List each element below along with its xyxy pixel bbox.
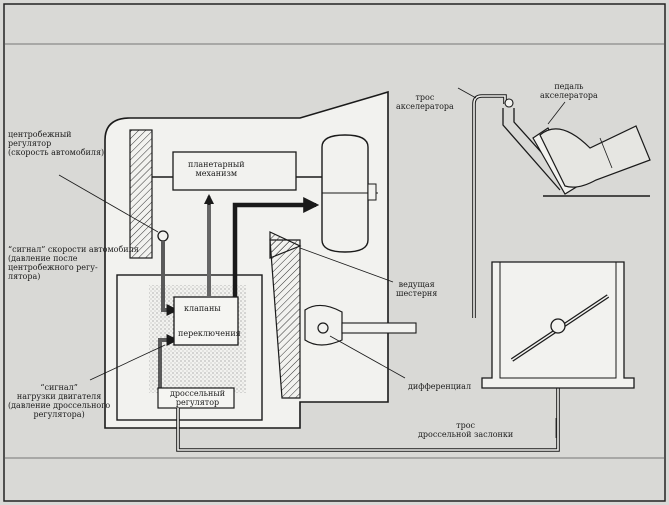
valve-to-drum-line (232, 202, 310, 297)
leader-load (89, 344, 166, 381)
label-accel-cable: трос акселератора (396, 93, 454, 111)
label-load-signal-line4: регулятора) (33, 410, 85, 419)
label-differential: дифференциал (408, 382, 472, 391)
throttle-shaft (550, 318, 566, 334)
label-load-signal-line2: нагрузки двигателя (16, 392, 102, 401)
label-centrifugal-line2: регулятор (8, 139, 52, 148)
label-throttle-cable-line1: трос (456, 421, 476, 430)
label-speed-signal-line4: лятора) (8, 272, 41, 281)
leader-accel-pedal (547, 101, 566, 125)
shift-valves-box (173, 296, 239, 346)
label-accel-pedal-line2: акселератора (540, 91, 598, 100)
label-accel-pedal-line1: педаль (554, 82, 584, 91)
pedal-pivot (504, 98, 514, 108)
label-planetary-line1: планетарный (188, 160, 245, 169)
throttle-bore (499, 261, 617, 379)
throttle-cable-inner (177, 338, 559, 451)
label-centrifugal-line1: центробежный (8, 130, 72, 139)
label-drive-gear-line1: ведущая (398, 280, 435, 289)
leader-drive-gear (299, 247, 394, 283)
leader-differential (329, 335, 406, 379)
governor-circle (157, 230, 169, 242)
label-drive-gear: ведущая шестерня (396, 280, 437, 298)
label-speed-signal-line1: “сигнал” скорости автомобиля (8, 245, 139, 254)
label-shifting: переключения (178, 329, 241, 338)
driver-foot (539, 125, 651, 188)
label-load-signal: “сигнал” нагрузки двигателя (давление др… (8, 383, 110, 419)
label-accel-cable-line1: трос (415, 93, 435, 102)
label-throttle-cable: трос дроссельной заслонки (418, 421, 513, 439)
label-speed-signal: “сигнал” скорости автомобиля (давление п… (8, 245, 139, 281)
pedal-lever-left (502, 108, 561, 191)
drive-gear-pinion (269, 231, 302, 259)
label-planetary-line2: механизм (195, 169, 238, 178)
accel-cable-inner (473, 95, 506, 318)
label-throttle-regulator-line1: дроссельный (170, 389, 226, 398)
label-planetary: планетарный механизм (188, 160, 245, 178)
label-valves: клапаны (184, 304, 221, 313)
input-shaft-gear (129, 129, 153, 259)
label-load-signal-line1: “сигнал” (40, 383, 78, 392)
label-speed-signal-line2: (давление после (8, 254, 78, 263)
drive-gear (269, 239, 301, 399)
label-drive-gear-line2: шестерня (396, 289, 438, 298)
drum-hub (367, 183, 377, 201)
label-load-signal-line3: (давление дроссельного (8, 401, 111, 410)
label-centrifugal: центробежный регулятор (скорость автомоб… (8, 130, 104, 157)
label-throttle-cable-line2: дроссельной заслонки (418, 430, 514, 439)
label-throttle-regulator: дроссельный регулятор (170, 389, 225, 407)
label-centrifugal-line3: (скорость автомобиля) (8, 148, 105, 157)
foot-crease (599, 137, 613, 169)
differential-hub (317, 322, 329, 334)
label-accel-cable-line2: акселератора (396, 102, 454, 111)
throttle-regulator-box (157, 387, 235, 409)
label-throttle-regulator-line2: регулятор (175, 398, 220, 407)
label-speed-signal-line3: центробежного регу- (8, 263, 98, 272)
planetary-box (172, 151, 297, 191)
leader-centrifugal (58, 174, 159, 233)
output-shaft (341, 322, 417, 334)
label-accel-pedal: педаль акселератора (540, 82, 598, 100)
leader-accel-cable (457, 87, 477, 99)
